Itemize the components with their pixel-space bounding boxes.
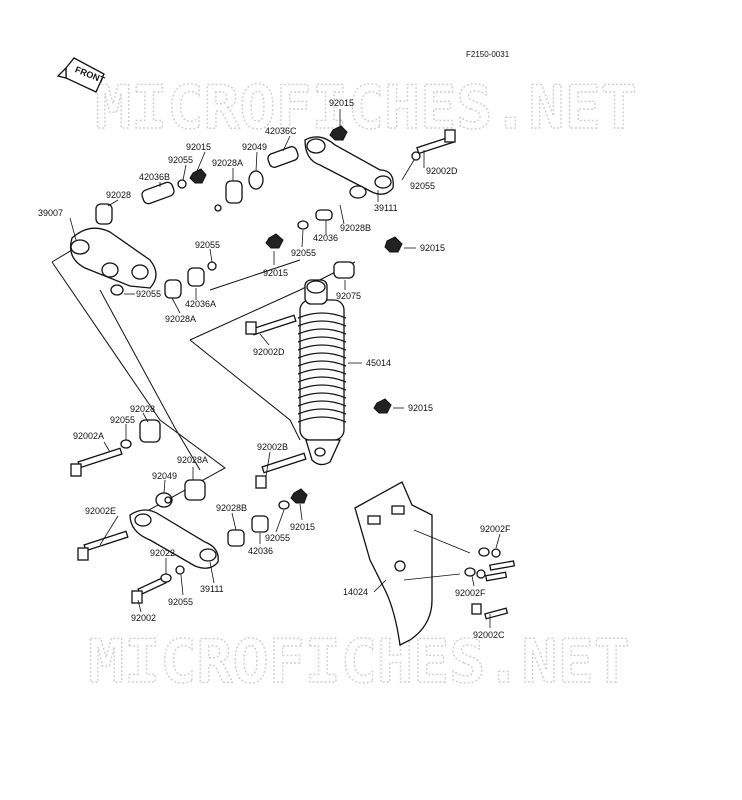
part-label: 92015 xyxy=(290,522,315,532)
bolt-92002D-top xyxy=(416,129,456,155)
bolt-92002C xyxy=(471,603,509,620)
part-label: 39007 xyxy=(38,208,63,218)
part-label: 92002C xyxy=(473,630,505,640)
part-labels: 92015 42036C 92015 92055 92049 92028A 42… xyxy=(38,98,511,640)
part-label: 14024 xyxy=(343,587,368,597)
part-label: 92002D xyxy=(253,347,285,357)
part-label: 42036B xyxy=(139,172,170,182)
part-label: 92075 xyxy=(336,291,361,301)
part-label: 92002B xyxy=(257,442,288,452)
part-label: 92055 xyxy=(195,240,220,250)
bolt-92002F xyxy=(485,560,516,582)
part-label: 92028B xyxy=(340,223,371,233)
part-label: 92002A xyxy=(73,431,104,441)
bolt-92002 xyxy=(131,576,167,604)
small-parts xyxy=(95,125,501,583)
part-label: 92049 xyxy=(152,471,177,481)
part-label: 92049 xyxy=(242,142,267,152)
tie-rod-lower xyxy=(129,509,219,569)
part-label: 92002E xyxy=(85,506,116,516)
part-label: 92002D xyxy=(426,166,458,176)
part-label: 92055 xyxy=(136,289,161,299)
part-label: 92055 xyxy=(265,533,290,543)
part-label: 92055 xyxy=(168,155,193,165)
bolt-92002E xyxy=(77,530,129,561)
part-label: 42036 xyxy=(313,233,338,243)
part-label: 92015 xyxy=(329,98,354,108)
part-label: 45014 xyxy=(366,358,391,368)
part-label: 42036 xyxy=(248,546,273,556)
part-label: 92015 xyxy=(186,142,211,152)
part-label: 42036C xyxy=(265,126,297,136)
part-label: 39111 xyxy=(374,203,398,213)
rocker-arm xyxy=(69,227,157,289)
chain-guard xyxy=(354,481,433,646)
part-label: 92022 xyxy=(150,548,175,558)
bolt-92002B xyxy=(255,452,307,489)
part-label: 39111 xyxy=(200,584,224,594)
leader-lines xyxy=(69,109,501,628)
figure-code: F2150-0031 xyxy=(466,50,510,59)
part-label: 92002F xyxy=(480,524,511,534)
part-label: 92015 xyxy=(263,268,288,278)
part-label: 92055 xyxy=(168,597,193,607)
part-label: 92028A xyxy=(165,314,196,324)
watermark-bottom: MICROFICHES.NET xyxy=(88,627,630,697)
part-label: 92028B xyxy=(216,503,247,513)
part-label: 92055 xyxy=(291,248,316,258)
shock-absorber xyxy=(297,279,347,466)
watermark-top: MICROFICHES.NET xyxy=(95,73,637,143)
bolts xyxy=(70,129,516,620)
part-label: 92015 xyxy=(408,403,433,413)
part-label: 42036A xyxy=(185,299,216,309)
part-label: 92028A xyxy=(212,158,243,168)
part-label: 92055 xyxy=(110,415,135,425)
tie-rod-upper xyxy=(304,136,394,195)
part-label: 92028 xyxy=(106,190,131,200)
part-label: 92055 xyxy=(410,181,435,191)
bolt-92002A xyxy=(70,447,123,477)
part-label: 92002F xyxy=(455,588,486,598)
part-label: 92002 xyxy=(131,613,156,623)
part-label: 92028 xyxy=(130,404,155,414)
part-label: 92015 xyxy=(420,243,445,253)
part-label: 92028A xyxy=(177,455,208,465)
bolt-92002D-mid xyxy=(245,314,297,336)
